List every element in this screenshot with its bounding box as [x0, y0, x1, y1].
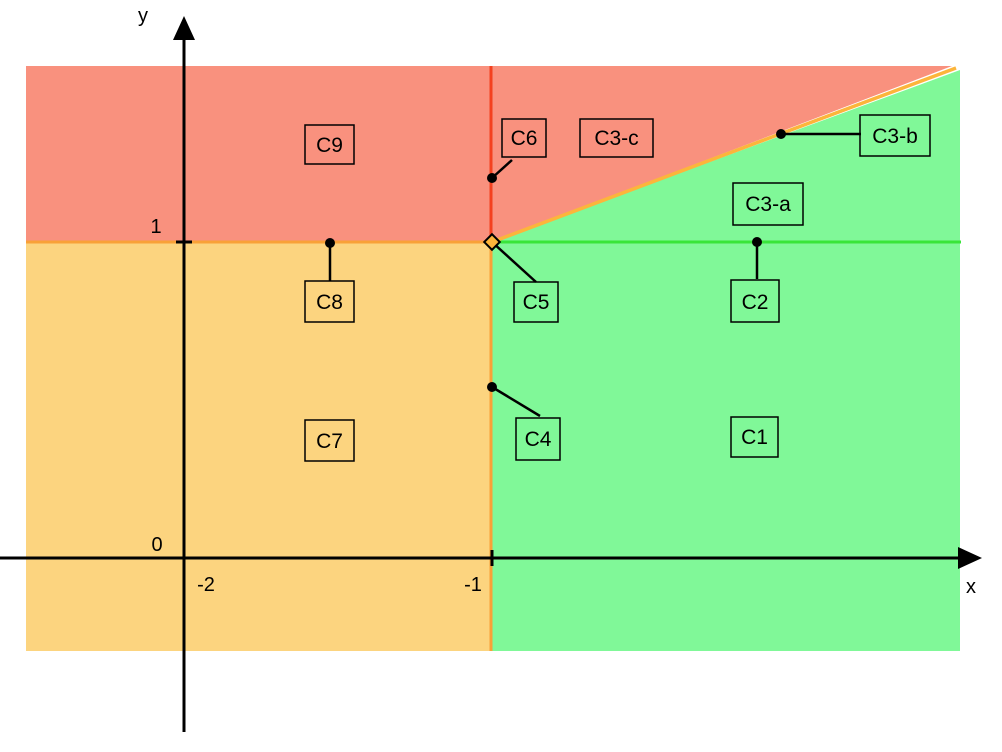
- origin-label: 0: [151, 534, 162, 556]
- region-c9: [26, 66, 492, 242]
- axes: y x 0 1 -2 -1: [0, 5, 982, 732]
- label-box-c9: C9: [304, 124, 355, 165]
- label-box-c5: C5: [513, 281, 559, 323]
- markers: [325, 129, 786, 392]
- y-axis-label: y: [138, 5, 148, 27]
- x-axis-label: x: [966, 576, 976, 598]
- label-box-c2: C2: [730, 279, 780, 323]
- label-boxes: C9 C6 C3-c C3-b C3-a C8 C5 C2: [304, 114, 931, 462]
- marker-c3b: [776, 129, 786, 139]
- marker-c8: [325, 238, 335, 248]
- callout-c4-leader: [491, 385, 541, 418]
- y-tick-label-1: 1: [150, 216, 161, 238]
- svg-text:C6: C6: [511, 127, 538, 150]
- label-box-c4: C4: [515, 417, 561, 461]
- label-box-c3-b: C3-b: [859, 114, 931, 157]
- label-box-c3-a: C3-a: [732, 182, 804, 226]
- svg-text:C4: C4: [525, 428, 552, 451]
- label-box-c1: C1: [730, 416, 779, 458]
- marker-c4: [487, 382, 497, 392]
- boundaries: [26, 66, 961, 651]
- callout-c5-leader: [491, 241, 537, 283]
- svg-text:C3-a: C3-a: [745, 193, 791, 216]
- x-tick-label-minus2: -2: [197, 574, 215, 596]
- callouts: [328, 132, 861, 418]
- label-box-c8: C8: [304, 280, 355, 323]
- x-axis-arrow-icon: [958, 547, 982, 569]
- boundary-c3b-line: [491, 66, 957, 244]
- label-box-c7: C7: [304, 419, 355, 462]
- label-box-c6: C6: [501, 118, 547, 158]
- region-c7: [26, 242, 492, 651]
- svg-text:C3-b: C3-b: [872, 125, 918, 148]
- svg-text:C8: C8: [316, 291, 343, 314]
- marker-c6: [487, 173, 497, 183]
- x-tick-label-minus1: -1: [464, 574, 482, 596]
- label-box-c3-c: C3-c: [579, 118, 654, 158]
- svg-text:C9: C9: [316, 134, 343, 157]
- svg-text:C1: C1: [741, 426, 768, 449]
- svg-text:C2: C2: [742, 291, 769, 314]
- marker-c2: [752, 237, 762, 247]
- svg-text:C7: C7: [316, 430, 343, 453]
- svg-text:C5: C5: [523, 291, 550, 314]
- region-c1-c2-c3a: [492, 70, 960, 651]
- marker-c5-diamond: [482, 232, 502, 252]
- y-axis-arrow-icon: [173, 16, 195, 40]
- svg-text:C3-c: C3-c: [594, 127, 638, 150]
